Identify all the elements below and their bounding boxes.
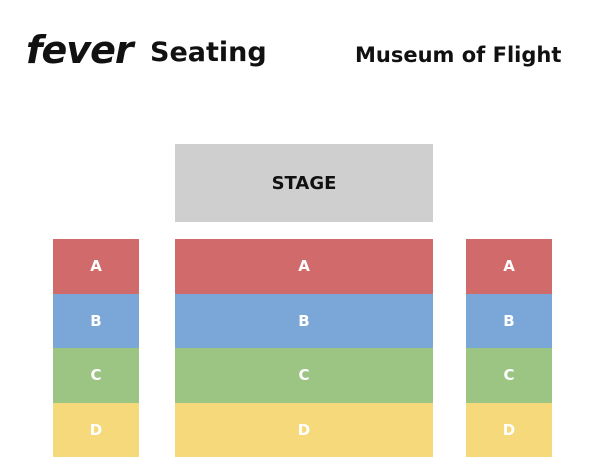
seat-row-c[interactable]: C (175, 348, 433, 403)
page-title: Seating (150, 37, 267, 68)
seat-row-a[interactable]: A (466, 239, 552, 294)
seating-section-center: A B C D (175, 239, 433, 457)
row-label: A (503, 257, 515, 276)
seat-row-b[interactable]: B (175, 293, 433, 348)
row-label: C (503, 366, 515, 385)
row-label: C (90, 366, 102, 385)
seat-row-c[interactable]: C (53, 348, 139, 403)
row-label: B (298, 311, 310, 330)
row-label: D (89, 420, 103, 439)
row-label: B (503, 311, 515, 330)
row-label: D (297, 420, 311, 439)
row-label: C (298, 366, 310, 385)
seat-row-b[interactable]: B (466, 293, 552, 348)
seat-row-d[interactable]: D (175, 402, 433, 457)
row-label: D (502, 420, 516, 439)
row-label: A (298, 257, 310, 276)
seat-row-d[interactable]: D (466, 402, 552, 457)
row-label: B (90, 311, 102, 330)
seat-row-b[interactable]: B (53, 293, 139, 348)
stage-label: STAGE (271, 172, 337, 194)
header: fever Seating Museum of Flight (0, 0, 594, 90)
seating-section-right: A B C D (466, 239, 552, 457)
seat-row-c[interactable]: C (466, 348, 552, 403)
seat-row-a[interactable]: A (53, 239, 139, 294)
brand-logo: fever (26, 28, 134, 72)
seat-row-a[interactable]: A (175, 239, 433, 294)
stage: STAGE (175, 144, 433, 222)
venue-name: Museum of Flight (355, 43, 562, 67)
row-label: A (90, 257, 102, 276)
seating-section-left: A B C D (53, 239, 139, 457)
seat-row-d[interactable]: D (53, 402, 139, 457)
